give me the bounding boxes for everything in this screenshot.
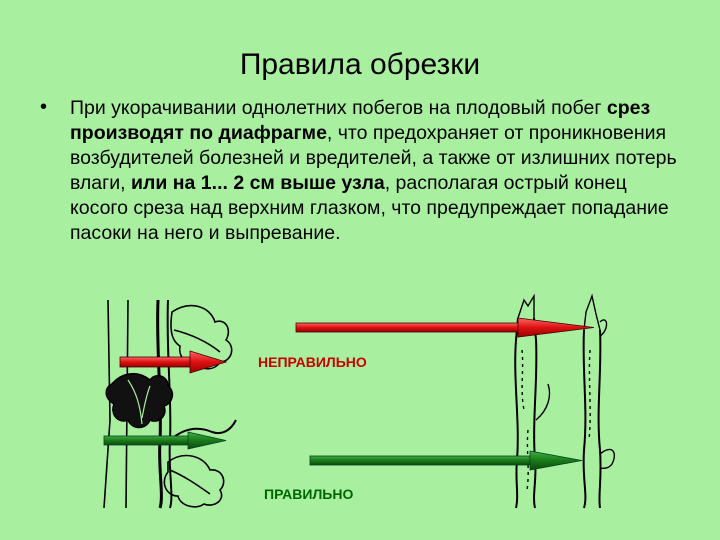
- label-right: ПРАВИЛЬНО: [264, 486, 354, 502]
- wrong-arrow-top: [295, 317, 595, 338]
- wrong-arrow-left: [119, 350, 228, 374]
- left-vine-drawing: [103, 299, 237, 509]
- slide-title: Правила обрезки: [239, 48, 481, 81]
- bullet-marker: •: [40, 96, 48, 118]
- text-bold-1: срез производят по диафрагме: [70, 97, 651, 144]
- bullet-text: При укорачивании однолетних побегов на п…: [70, 96, 680, 246]
- right-arrow-left: [103, 431, 227, 450]
- text-part-2: , что предохраняет от проникновения возб…: [70, 122, 677, 194]
- right-arrow-bottom: [309, 450, 583, 471]
- bullet-item: • При укорачивании однолетних побегов на…: [40, 96, 680, 246]
- label-wrong: НЕПРАВИЛЬНО: [258, 354, 367, 370]
- text-part-1: При укорачивании однолетних побегов на п…: [70, 97, 607, 119]
- text-bold-2: или на 1... 2 см выше узла: [130, 172, 385, 194]
- text-part-3: , располагая острый конец косого среза н…: [70, 172, 669, 244]
